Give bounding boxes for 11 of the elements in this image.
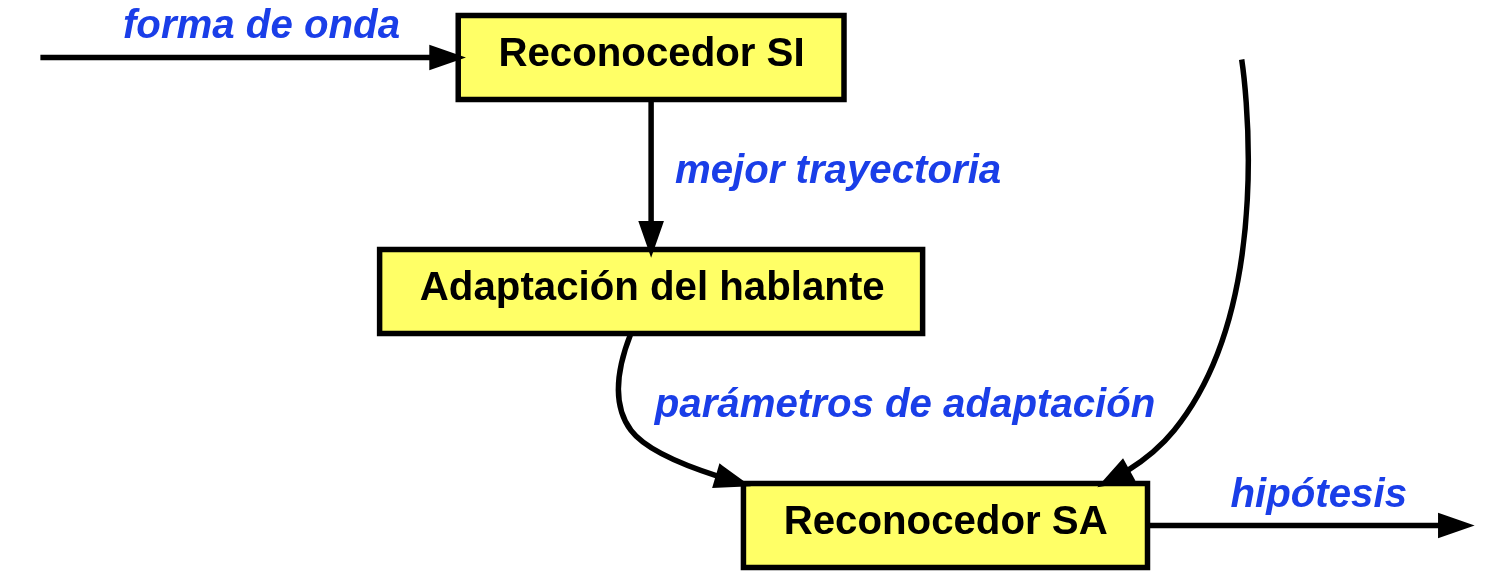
node-box: Reconocedor SI — [455, 12, 847, 103]
edge-label: mejor trayectoria — [674, 146, 1001, 192]
edge-label: hipótesis — [1229, 470, 1407, 516]
arrow — [637, 99, 664, 258]
node-box: Adaptación del hablante — [376, 246, 925, 337]
arrow — [1147, 512, 1475, 539]
edge-label: parámetros de adaptación — [654, 380, 1155, 426]
edge-label: forma de onda — [122, 2, 400, 48]
node-box: Reconocedor SA — [740, 480, 1150, 571]
arrow — [39, 44, 466, 71]
arrow — [1096, 59, 1251, 488]
